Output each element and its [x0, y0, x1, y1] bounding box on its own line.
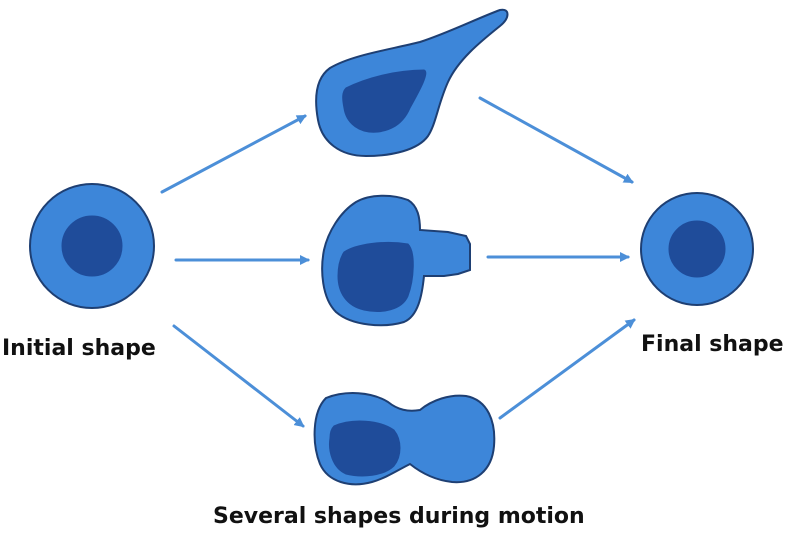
final-cell-nucleus	[668, 220, 726, 278]
motion-cell-protrusion	[321, 194, 471, 327]
dumbbell-cell-nucleus	[329, 420, 401, 477]
motion-cell-teardrop	[315, 8, 509, 158]
motion-shapes-label: Several shapes during motion	[213, 504, 585, 529]
final-cell	[640, 192, 754, 306]
initial-shape-label: Initial shape	[2, 336, 156, 361]
arrow-initial-to-teardrop	[160, 114, 307, 194]
initial-cell-nucleus	[61, 215, 123, 277]
protrusion-cell-nucleus	[337, 241, 414, 312]
motion-cell-dumbbell	[313, 392, 496, 486]
arrow-initial-to-dumbbell	[172, 324, 305, 428]
final-shape-label: Final shape	[641, 332, 784, 357]
arrow-dumbbell-to-final	[498, 318, 636, 420]
arrow-teardrop-to-final	[478, 96, 634, 184]
teardrop-cell-nucleus	[342, 69, 427, 133]
initial-cell	[29, 183, 155, 309]
